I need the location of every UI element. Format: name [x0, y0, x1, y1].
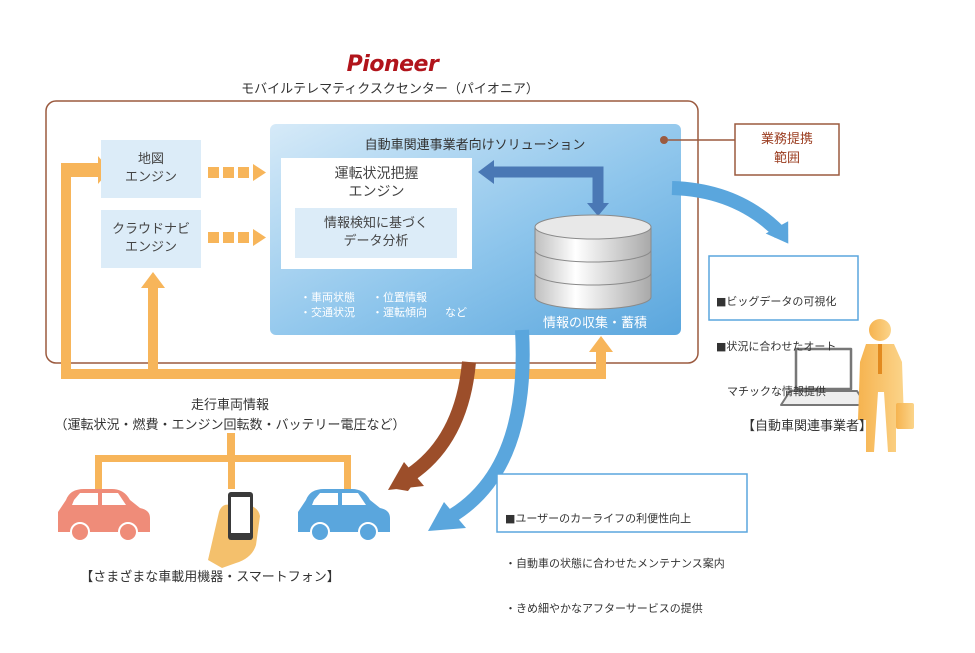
data-analysis-label: 情報検知に基づく データ分析 — [323, 216, 428, 249]
info-etc: など — [445, 306, 467, 319]
laptop-icon — [780, 347, 867, 406]
cloud-navi-engine-label: クラウドナビ エンジン — [111, 222, 190, 255]
arrow-to-business — [671, 181, 786, 238]
partnership-label: 業務提携 範囲 — [760, 132, 813, 166]
business-label: 【自動車関連事業者】 — [742, 419, 873, 434]
info-location: ・位置情報 — [372, 291, 427, 304]
partnership-dot — [660, 136, 668, 144]
business-person-icon — [858, 319, 914, 452]
dashed-arrow-map — [208, 164, 266, 181]
arrow-to-devices-blue — [446, 329, 530, 524]
info-driving-tendency: ・運転傾向 — [372, 306, 427, 319]
info-vehicle-state: ・車両状態 — [300, 291, 355, 304]
data-analysis-box — [295, 208, 457, 258]
arrow-to-map-engine — [61, 156, 110, 184]
engine-storage-arrow — [493, 166, 604, 208]
arrow-to-cloud-engine — [141, 272, 165, 288]
pioneer-logo: Pioneer — [346, 52, 439, 77]
devices-label: 【さまざまな車載用機器・スマートフォン】 — [80, 570, 340, 585]
info-traffic: ・交通状況 — [300, 306, 355, 319]
user-info-text: ■ユーザーのカーライフの利便性向上 ・自動車の状態に合わせたメンテナンス案内 ・… — [505, 512, 725, 615]
partnership-box — [734, 123, 840, 176]
solution-title: 自動車関連事業者向けソリューション — [364, 138, 586, 153]
tie — [878, 344, 882, 374]
business-info-text: ■ビッグデータの可視化 ■状況に合わせたオート マチックな情報提供 — [716, 295, 837, 398]
center-title: モバイルテレマティクスクセンター（パイオニア） — [241, 82, 539, 97]
vehicle-info-flow-lines — [61, 172, 606, 379]
business-info-box — [708, 255, 859, 321]
map-engine-box — [101, 140, 201, 198]
vehicle-info-detail: （運転状況・燃費・エンジン回転数・バッテリー電圧など） — [54, 418, 406, 433]
device-bracket — [95, 433, 351, 489]
arrow-to-storage — [589, 336, 613, 352]
driving-engine-label: 運転状況把握 エンジン — [334, 166, 419, 200]
user-info-box — [496, 473, 748, 533]
smartphone-hand-icon — [208, 492, 260, 568]
vehicle-info-title: 走行車両情報 — [190, 398, 269, 413]
database-icon — [534, 214, 652, 310]
map-engine-label: 地図 エンジン — [124, 152, 177, 185]
dashed-arrow-cloud — [208, 229, 266, 246]
cloud-navi-engine-box — [101, 210, 201, 268]
red-car-icon — [58, 489, 150, 542]
storage-label: 情報の収集・蓄積 — [542, 316, 647, 331]
blue-car-icon — [298, 489, 390, 542]
arrow-to-devices-brown — [405, 361, 476, 481]
